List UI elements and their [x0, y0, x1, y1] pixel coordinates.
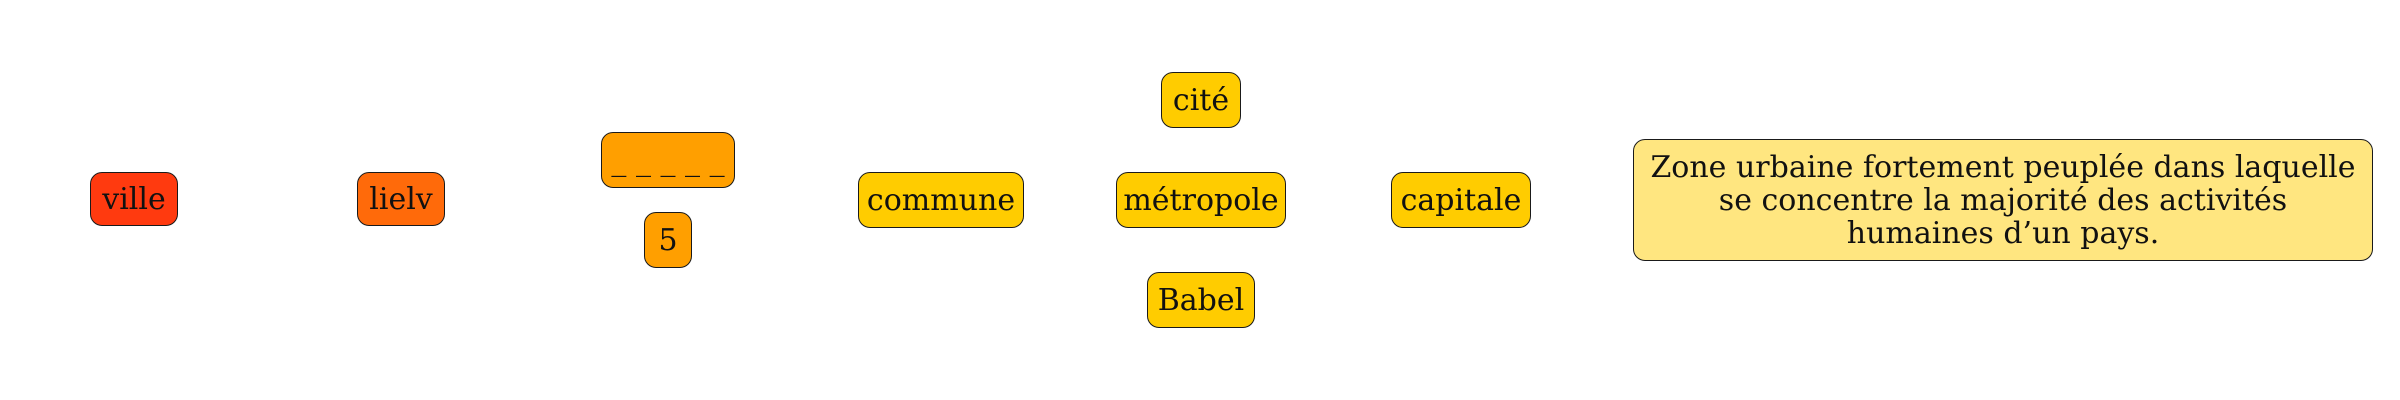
scrambled-word-box: lielv — [357, 172, 445, 226]
word-box: ville — [90, 172, 178, 226]
letter-count-box: 5 — [644, 212, 692, 268]
babel-box: Babel — [1147, 272, 1255, 328]
definition-box: Zone urbaine fortement peuplée dans laqu… — [1633, 139, 2373, 261]
commune-box: commune — [858, 172, 1024, 228]
metropole-box: métropole — [1116, 172, 1286, 228]
cite-box: cité — [1161, 72, 1241, 128]
capitale-box: capitale — [1391, 172, 1531, 228]
blank-word-box: _ _ _ _ _ — [601, 132, 735, 188]
